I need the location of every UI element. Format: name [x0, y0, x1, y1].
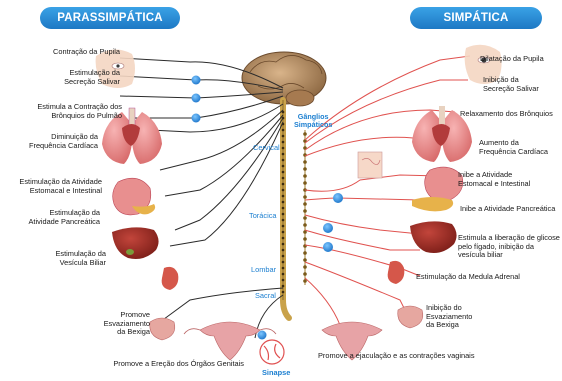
spinal-root-dot — [282, 267, 285, 270]
segment-thoracic: Torácica — [249, 211, 277, 220]
right-pancreas — [412, 197, 453, 211]
segment-cervical: Cervical — [253, 143, 280, 152]
label-stomach-intestine-stimulation: Estimulação da Atividade Estomacal e Int… — [19, 178, 102, 195]
label-bronchi-relaxation: Relaxamento dos Brônquios — [460, 110, 553, 119]
spinal-root-dot — [282, 291, 285, 294]
label-heart-rate-decrease: Diminuição da Frequência Cardíaca — [29, 133, 98, 150]
spinal-root-dot — [282, 273, 285, 276]
spinal-root-dot — [282, 219, 285, 222]
chain-ganglion-dot — [303, 202, 307, 206]
chain-ganglion-dot — [303, 209, 307, 213]
left-liver — [112, 227, 159, 259]
segment-lumbar: Lombar — [251, 265, 276, 274]
label-gallbladder-stimulation: Estimulação da Vesícula Biliar — [55, 250, 106, 267]
spinal-root-dot — [282, 201, 285, 204]
spinal-root-dot — [282, 285, 285, 288]
sympathetic-header: SIMPÁTICA — [410, 7, 542, 29]
chain-ganglion-dot — [303, 265, 307, 269]
spinal-root-dot — [282, 135, 285, 138]
label-pancreas-stimulation: Estimulação da Atividade Pancreática — [29, 209, 101, 226]
chain-ganglion-dot — [303, 237, 307, 241]
spinal-root-dot — [282, 183, 285, 186]
spinal-root-dot — [282, 171, 285, 174]
spinal-root-dot — [282, 189, 285, 192]
synapse-label: Sinapse — [262, 368, 290, 377]
chain-ganglion-dot — [303, 223, 307, 227]
left-bladder — [150, 318, 175, 340]
left-stomach — [113, 178, 155, 215]
parasympathetic-header: PARASSIMPÁTICA — [40, 7, 180, 29]
label-saliva-inhibition: Inibição da Secreção Salivar — [483, 76, 539, 93]
right-skin-patch — [358, 152, 382, 178]
spinal-root-dot — [282, 231, 285, 234]
label-glucose-release: Estimula a liberação de glicose pelo fíg… — [458, 234, 560, 260]
spinal-root-dot — [282, 159, 285, 162]
chain-ganglion-dot — [303, 181, 307, 185]
chain-ganglion-dot — [303, 272, 307, 276]
spinal-root-dot — [282, 213, 285, 216]
label-pupil-dilation: Dilatação da Pupila — [480, 55, 544, 64]
label-saliva-stimulation: Estimulação da Secreção Salivar — [64, 69, 120, 86]
spinal-root-dot — [282, 177, 285, 180]
label-ejaculation-contractions: Promove a ejaculação e as contrações vag… — [318, 352, 475, 361]
chain-ganglion-dot — [303, 174, 307, 178]
label-genital-erection: Promove a Ereção dos Órgãos Genitais — [113, 360, 244, 369]
spinal-root-dot — [282, 255, 285, 258]
label-bladder-inhibition: Inibição do Esvaziamento da Bexiga — [426, 304, 472, 330]
spinal-root-dot — [282, 237, 285, 240]
right-liver — [410, 221, 457, 253]
spinal-root-dot — [282, 225, 285, 228]
synapse-inset — [260, 340, 284, 364]
chain-ganglion-dot — [303, 132, 307, 136]
label-adrenal-stimulation: Estimulação da Medula Adrenal — [416, 273, 520, 282]
spinal-root-dot — [282, 249, 285, 252]
spinal-root-dot — [282, 279, 285, 282]
chain-ganglion-dot — [303, 195, 307, 199]
spinal-root-dot — [282, 165, 285, 168]
right-kidney — [388, 261, 405, 284]
label-bladder-emptying: Promove Esvaziamento da Bexiga — [104, 311, 150, 337]
chain-ganglion-dot — [303, 216, 307, 220]
chain-ganglion-dot — [303, 258, 307, 262]
spinal-root-dot — [282, 147, 285, 150]
spinal-root-dot — [282, 153, 285, 156]
spinal-root-dot — [282, 243, 285, 246]
label-pupil-constriction: Contração da Pupila — [53, 48, 120, 57]
spinal-root-dot — [282, 129, 285, 132]
right-bladder — [398, 306, 423, 328]
segment-sacral: Sacral — [255, 291, 276, 300]
spinal-root-dot — [282, 141, 285, 144]
chain-ganglion-dot — [303, 167, 307, 171]
spinal-root-dot — [282, 261, 285, 264]
label-stomach-intestine-inhibition: Inibe a Atividade Estomacal e Intestinal — [458, 171, 530, 188]
spinal-root-dot — [282, 207, 285, 210]
sympathetic-ganglia-label: Gânglios Simpáticos — [294, 113, 332, 129]
spinal-root-dot — [282, 195, 285, 198]
chain-ganglion-dot — [303, 251, 307, 255]
left-kidney — [162, 267, 179, 290]
label-pancreas-inhibition: Inibe a Atividade Pancreática — [460, 205, 555, 214]
label-bronchi-contraction: Estimula a Contração dos Brônquios do Pu… — [37, 103, 122, 120]
chain-ganglion-dot — [303, 160, 307, 164]
label-heart-rate-increase: Aumento da Frequência Cardíaca — [479, 139, 548, 156]
